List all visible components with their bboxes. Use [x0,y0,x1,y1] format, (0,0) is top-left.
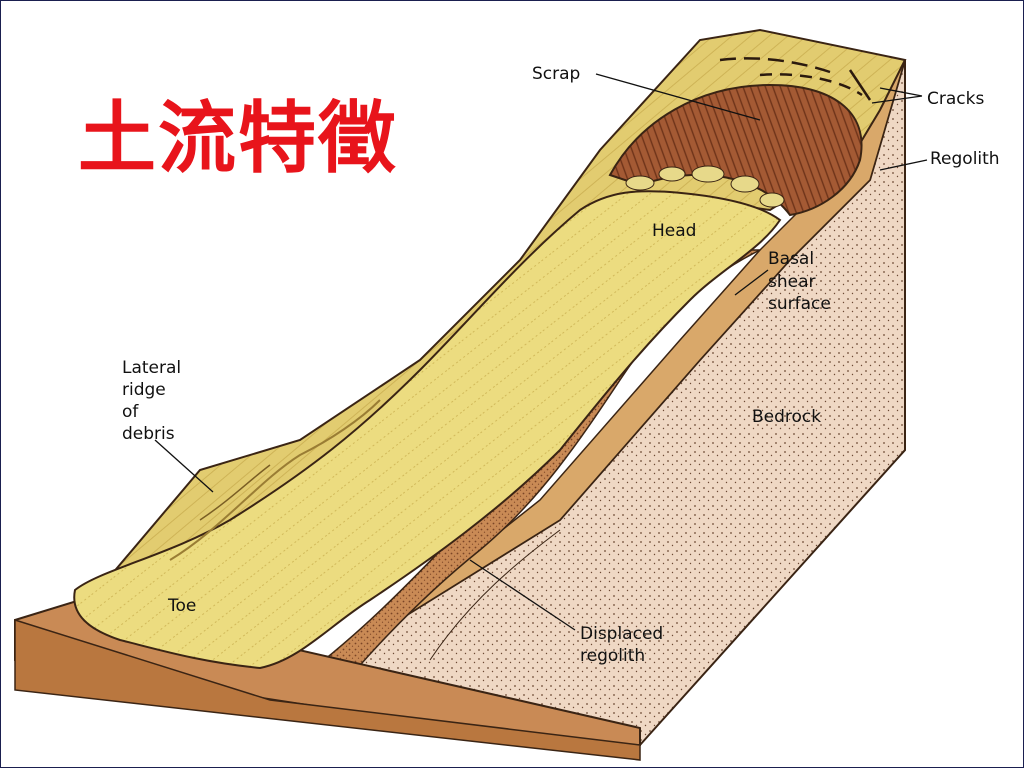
leader-scrap [595,73,761,121]
leader-displaced-regolith [469,559,576,631]
leader-basal-shear [734,269,769,296]
label-scrap: Scrap [532,64,580,84]
label-displaced-1: Displaced [580,624,663,644]
label-bedrock: Bedrock [752,407,821,427]
label-displaced-2: regolith [580,646,645,666]
label-lateral-2: ridge [122,380,166,400]
base-lower [14,618,641,761]
leader-regolith [879,159,928,171]
label-cracks: Cracks [927,89,984,109]
leader-lateral-ridge [154,439,214,493]
label-basal-2: shear [768,272,816,292]
diagram-labels: Scrap Cracks Regolith Head Basal shear s… [122,64,1000,666]
label-regolith: Regolith [930,149,1000,169]
scarp [608,83,863,217]
flow-body [73,190,782,670]
label-toe: Toe [167,596,196,616]
lateral-ridge [169,399,381,561]
label-basal-3: surface [768,294,831,314]
cracks [719,57,872,101]
label-lateral-1: Lateral [122,358,181,378]
label-lateral-3: of [122,402,139,422]
label-head: Head [652,221,696,241]
earthflow-lobe [73,190,782,670]
label-basal-1: Basal [768,249,814,269]
leader-lines [154,73,928,631]
leader-cracks [871,87,923,104]
label-lateral-4: debris [122,424,175,444]
basal-shear-line [429,529,561,661]
slide-title: 土流特徵 [78,93,399,184]
